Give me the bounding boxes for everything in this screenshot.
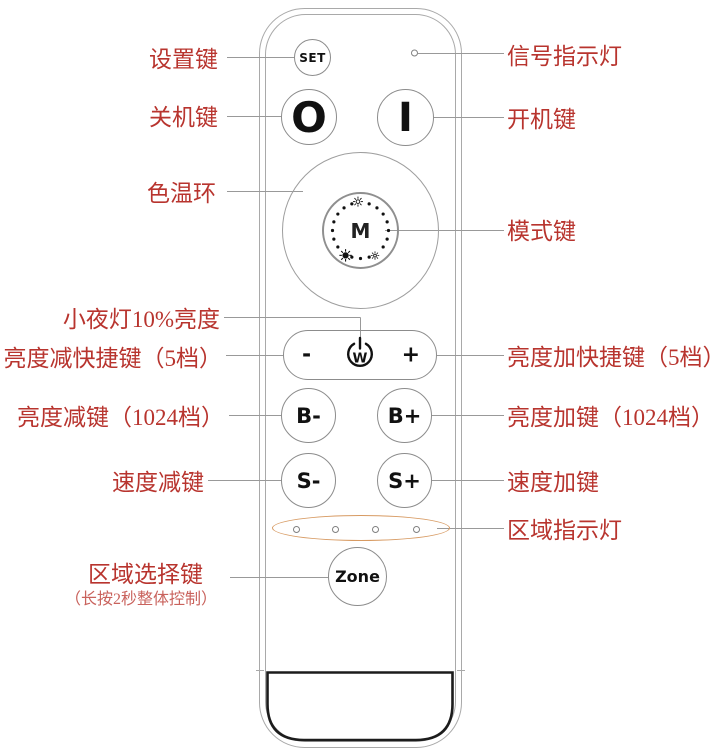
label-zone-select: 区域选择键 — [88, 562, 203, 587]
brightness-minus-button[interactable]: B- — [281, 388, 336, 443]
power-off-button[interactable]: O — [281, 89, 337, 145]
zone-led-2 — [332, 525, 339, 533]
label-night-light: 小夜灯10%亮度 — [62, 307, 220, 332]
speed-plus-button[interactable]: S+ — [377, 453, 432, 508]
mode-dial-button[interactable]: M — [322, 192, 399, 269]
power-on-button[interactable]: I — [377, 89, 434, 146]
label-brightness-down-quick: 亮度减快捷键（5档） — [3, 346, 223, 371]
label-power-on-key: 开机键 — [507, 107, 576, 132]
zone-led-1 — [292, 525, 300, 533]
power-arc-icon — [347, 342, 373, 368]
brightness-quick-plus-button[interactable]: + — [401, 342, 420, 368]
brightness-plus-label: B+ — [387, 403, 422, 428]
brightness-plus-button[interactable]: B+ — [377, 388, 432, 443]
label-zone-leds: 区域指示灯 — [507, 518, 622, 543]
remote-body-inner-outline — [265, 14, 456, 742]
set-button-label: SET — [299, 50, 326, 65]
label-signal-led: 信号指示灯 — [507, 44, 622, 69]
mode-dial-label: M — [350, 218, 371, 243]
battery-cover — [266, 671, 454, 742]
power-off-label: O — [291, 92, 327, 142]
mode-dial-markings — [330, 196, 390, 262]
label-zone-select-sub: （长按2秒整体控制） — [64, 591, 217, 608]
zone-select-button[interactable]: Zone — [328, 547, 387, 606]
brightness-quick-pill: - W + — [283, 330, 437, 380]
label-brightness-up-quick: 亮度加快捷键（5档） — [507, 345, 724, 370]
zone-led-4 — [413, 525, 420, 533]
night-light-power-w-button[interactable]: W — [342, 336, 378, 374]
label-color-temp-ring: 色温环 — [147, 181, 216, 206]
remote-body-outline — [259, 8, 462, 748]
label-power-off-key: 关机键 — [149, 105, 218, 130]
speed-minus-label: S- — [296, 468, 321, 493]
label-set-key: 设置键 — [149, 47, 218, 72]
label-brightness-down: 亮度减键（1024档） — [17, 405, 224, 430]
speed-plus-label: S+ — [388, 468, 421, 493]
power-w-label: W — [353, 351, 368, 367]
label-speed-down: 速度减键 — [112, 470, 204, 495]
brightness-minus-label: B- — [296, 403, 321, 428]
zone-button-label: Zone — [335, 567, 380, 586]
label-speed-up: 速度加键 — [507, 470, 599, 495]
signal-led — [411, 49, 418, 57]
color-temperature-ring[interactable] — [282, 152, 439, 309]
set-button[interactable]: SET — [294, 39, 331, 76]
label-mode-key: 模式键 — [507, 219, 576, 244]
power-on-label: I — [398, 94, 413, 141]
label-brightness-up: 亮度加键（1024档） — [507, 405, 714, 430]
zone-led-highlight-ellipse — [272, 515, 450, 541]
speed-minus-button[interactable]: S- — [281, 453, 336, 508]
zone-led-3 — [372, 525, 379, 533]
brightness-quick-minus-button[interactable]: - — [302, 342, 312, 368]
